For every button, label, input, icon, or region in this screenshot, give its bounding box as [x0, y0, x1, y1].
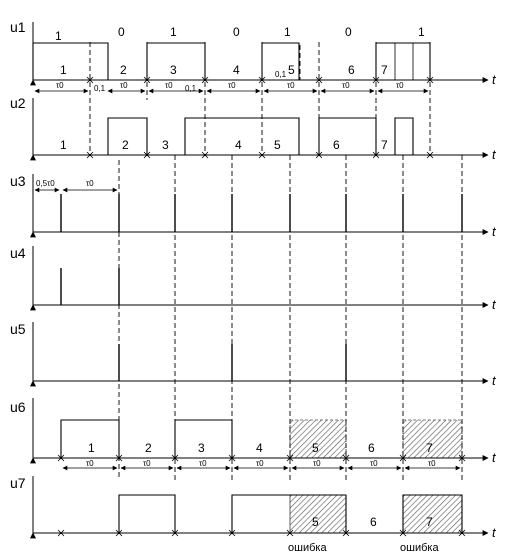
svg-text:t: t	[492, 147, 497, 162]
svg-text:τ0: τ0	[165, 81, 173, 90]
svg-text:t: t	[492, 450, 497, 465]
note-half-tau: 0,5τ0	[36, 179, 55, 188]
seg-u1-7: 7	[381, 63, 388, 77]
svg-text:τ0: τ0	[396, 81, 404, 90]
svg-text:3: 3	[198, 441, 205, 455]
label-u3: u3	[10, 173, 26, 189]
bit-5: 1	[284, 25, 291, 39]
tick-marks	[57, 76, 466, 537]
row-u2: u2 t 1 2 3 4 5 6 7	[10, 95, 497, 162]
seg-u1-1: 1	[60, 63, 67, 77]
svg-text:τ0: τ0	[143, 459, 151, 468]
waveform-u6	[33, 419, 462, 459]
waveform-u1	[32, 42, 431, 81]
bit-4: 0	[233, 25, 240, 39]
label-u5: u5	[10, 321, 26, 337]
label-u1: u1	[10, 19, 26, 35]
seg-u1-2: 2	[120, 63, 127, 77]
svg-text:τ0: τ0	[120, 81, 128, 90]
svg-text:6: 6	[370, 515, 377, 529]
svg-text:τ0: τ0	[287, 81, 295, 90]
svg-text:4: 4	[235, 138, 242, 152]
note-01-b: 0,1	[185, 84, 197, 93]
svg-text:1: 1	[60, 138, 67, 152]
waveform-u7	[33, 494, 463, 534]
label-u6: u6	[10, 399, 26, 415]
row-u6: u6 t 1 2 3 4 5 6 7 τ0 τ0 τ0 τ0 τ0 τ0 τ0	[10, 398, 497, 471]
svg-text:5: 5	[274, 138, 281, 152]
svg-text:7: 7	[426, 441, 433, 455]
svg-text:6: 6	[333, 138, 340, 152]
seg-u1-3: 3	[170, 63, 177, 77]
svg-text:2: 2	[122, 138, 129, 152]
svg-text:τ0: τ0	[428, 459, 436, 468]
bit-6: 0	[345, 25, 352, 39]
bit-3: 1	[170, 25, 177, 39]
label-u2: u2	[10, 95, 26, 111]
label-u4: u4	[10, 245, 26, 261]
error-label-2: ошибка	[400, 542, 439, 554]
error-region-5	[289, 419, 347, 459]
error-label-1: ошибка	[288, 542, 327, 554]
svg-text:3: 3	[162, 138, 169, 152]
svg-text:τ0: τ0	[342, 81, 350, 90]
label-u7: u7	[10, 475, 26, 491]
bit-1: 1	[55, 29, 62, 43]
pulses-u3	[60, 194, 463, 232]
error-region-7	[402, 419, 463, 459]
tau-dims-u1: τ0 τ0 τ0 τ0 τ0 τ0 τ0	[34, 81, 429, 94]
row-u7: u7 t 5 6 7 ошибка ошибка	[10, 475, 497, 554]
pulses-u4	[60, 268, 120, 305]
bit-7: 1	[418, 25, 425, 39]
tau-dims-u6: τ0 τ0 τ0 τ0 τ0 τ0 τ0	[62, 459, 461, 471]
svg-text:τ0: τ0	[199, 459, 207, 468]
svg-text:t: t	[492, 224, 497, 239]
waveform-u2	[33, 117, 430, 156]
svg-text:t: t	[492, 525, 497, 540]
svg-text:τ0: τ0	[86, 459, 94, 468]
row-u5: u5 t	[10, 321, 497, 388]
note-01-c: 0,1	[275, 70, 287, 79]
bit-2: 0	[118, 25, 125, 39]
svg-text:τ0: τ0	[256, 459, 264, 468]
note-tau: τ0	[86, 179, 94, 188]
svg-text:τ0: τ0	[228, 81, 236, 90]
seg-u1-4: 4	[233, 63, 240, 77]
note-01-a: 0,1	[94, 84, 106, 93]
row-u4: u4 t	[10, 245, 497, 312]
svg-text:t: t	[492, 297, 497, 312]
seg-u1-6: 6	[348, 63, 355, 77]
svg-text:5: 5	[312, 515, 319, 529]
svg-text:4: 4	[256, 441, 263, 455]
svg-text:τ0: τ0	[313, 459, 321, 468]
svg-text:7: 7	[381, 138, 388, 152]
svg-text:τ0: τ0	[370, 459, 378, 468]
row-u1: u1 t 1 0 1 0 1 0 1 1 2 3 4 5 6 7 0,1 0,1…	[10, 19, 497, 94]
seg-u1-5: 5	[288, 63, 295, 77]
pulses-u5	[118, 344, 347, 381]
svg-text:t: t	[492, 373, 497, 388]
svg-text:1: 1	[88, 441, 95, 455]
svg-text:6: 6	[368, 441, 375, 455]
axis-t-u1: t	[492, 72, 497, 87]
row-u3: u3 t 0,5τ0 τ0	[10, 173, 497, 239]
guide-lines	[89, 42, 463, 480]
svg-text:7: 7	[426, 515, 433, 529]
svg-text:5: 5	[312, 441, 319, 455]
svg-text:τ0: τ0	[56, 81, 64, 90]
svg-text:2: 2	[145, 441, 152, 455]
